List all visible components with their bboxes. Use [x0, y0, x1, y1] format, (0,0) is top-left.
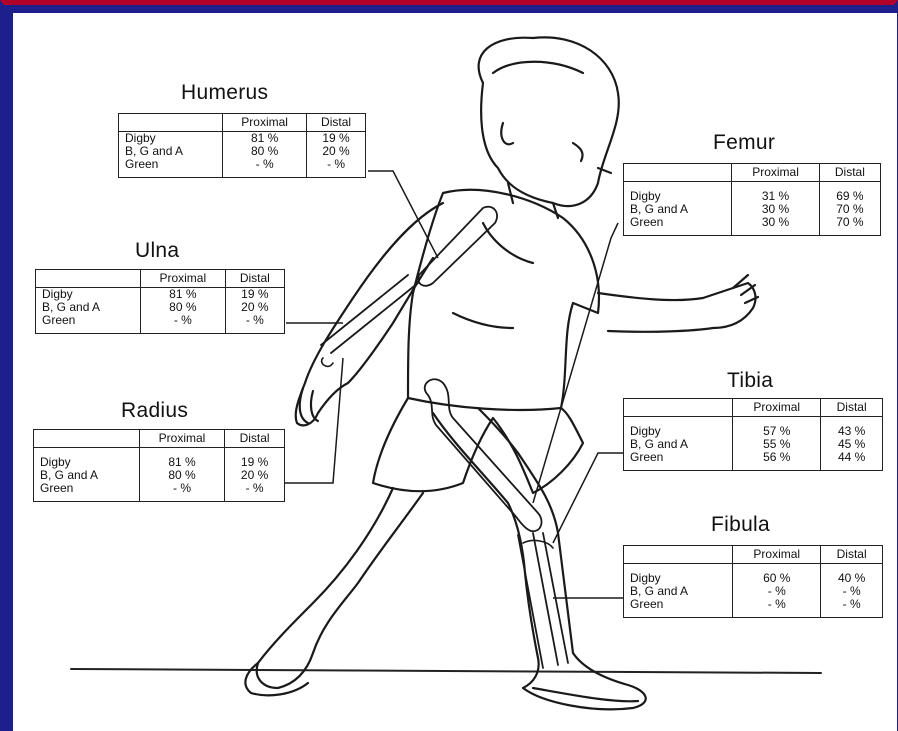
tibia-table: Proximal Distal Digby 57 % 43 % B, G and… — [623, 398, 883, 471]
humerus-leader — [368, 171, 438, 258]
proximal-value: 81 % — [139, 448, 224, 470]
table-corner — [34, 430, 140, 448]
col-header-proximal: Proximal — [733, 399, 821, 417]
humerus-title: Humerus — [181, 81, 268, 105]
row-label: Green — [119, 158, 223, 178]
table-row: Green - % - % — [119, 158, 366, 178]
tibia-title: Tibia — [727, 369, 773, 393]
radius-table: Proximal Distal Digby 81 % 19 % B, G and… — [33, 429, 285, 502]
proximal-value: 60 % — [733, 564, 821, 586]
table-corner — [624, 399, 733, 417]
row-label: Digby — [119, 132, 223, 146]
table-row: Digby 57 % 43 % — [624, 417, 883, 439]
ulna-table: Proximal Distal Digby 81 % 19 % B, G and… — [35, 269, 285, 334]
proximal-value: 31 % — [732, 182, 819, 204]
proximal-value: 81 % — [140, 288, 225, 302]
table-corner — [624, 164, 732, 182]
distal-value: 40 % — [821, 564, 883, 586]
distal-value: 19 % — [225, 448, 285, 470]
fibula-table: Proximal Distal Digby 60 % 40 % B, G and… — [623, 545, 883, 618]
table-row: Green 56 % 44 % — [624, 451, 883, 471]
distal-value: - % — [821, 598, 883, 618]
table-row: Green - % - % — [624, 598, 883, 618]
table-row: Green - % - % — [36, 314, 285, 334]
proximal-value: 30 % — [732, 216, 819, 236]
tibia-leader — [553, 453, 623, 543]
row-label: Digby — [624, 417, 733, 439]
front-arm — [598, 283, 755, 332]
radius-title: Radius — [121, 399, 188, 423]
col-header-distal: Distal — [225, 270, 284, 288]
table-corner — [36, 270, 141, 288]
proximal-value: - % — [139, 482, 224, 502]
table-corner — [119, 114, 223, 132]
proximal-value: - % — [223, 158, 307, 178]
row-label: Green — [624, 451, 733, 471]
row-label: Green — [624, 216, 732, 236]
table-row: Digby 31 % 69 % — [624, 182, 881, 204]
proximal-value: 56 % — [733, 451, 821, 471]
distal-value: - % — [225, 314, 284, 334]
row-label: Green — [624, 598, 733, 618]
femur-leader — [533, 223, 618, 503]
row-label: Digby — [36, 288, 141, 302]
back-arm — [296, 203, 443, 425]
femur-title: Femur — [713, 131, 775, 155]
table-corner — [624, 546, 733, 564]
col-header-proximal: Proximal — [223, 114, 307, 132]
col-header-distal: Distal — [821, 399, 883, 417]
leader-lines — [285, 171, 623, 598]
distal-value: - % — [307, 158, 366, 178]
row-label: Digby — [624, 564, 733, 586]
forearm-bones — [321, 275, 418, 353]
ulna-title: Ulna — [135, 239, 179, 263]
row-label: Digby — [34, 448, 140, 470]
proximal-value: - % — [733, 598, 821, 618]
col-header-distal: Distal — [307, 114, 366, 132]
femur-table: Proximal Distal Digby 31 % 69 % B, G and… — [623, 163, 881, 236]
col-header-proximal: Proximal — [140, 270, 225, 288]
table-row: Digby 81 % 19 % — [36, 288, 285, 302]
distal-value: 44 % — [821, 451, 883, 471]
distal-value: 19 % — [307, 132, 366, 146]
table-row: Digby 60 % 40 % — [624, 564, 883, 586]
proximal-value: 57 % — [733, 417, 821, 439]
distal-value: 70 % — [819, 216, 880, 236]
proximal-value: 81 % — [223, 132, 307, 146]
col-header-distal: Distal — [821, 546, 883, 564]
col-header-proximal: Proximal — [732, 164, 819, 182]
col-header-proximal: Proximal — [139, 430, 224, 448]
diagram-canvas: Humerus Proximal Distal Digby 81 % 19 % … — [13, 13, 897, 731]
row-label: Green — [34, 482, 140, 502]
proximal-value: - % — [140, 314, 225, 334]
col-header-distal: Distal — [819, 164, 880, 182]
femur-bone — [425, 379, 542, 531]
back-leg — [257, 488, 423, 688]
col-header-proximal: Proximal — [733, 546, 821, 564]
table-row: Green 30 % 70 % — [624, 216, 881, 236]
table-row: Digby 81 % 19 % — [119, 132, 366, 146]
distal-value: 19 % — [225, 288, 284, 302]
row-label: Green — [36, 314, 141, 334]
table-row: Green - % - % — [34, 482, 285, 502]
col-header-distal: Distal — [225, 430, 285, 448]
distal-value: - % — [225, 482, 285, 502]
humerus-bone — [418, 207, 497, 286]
ground-line — [71, 669, 821, 673]
humerus-table: Proximal Distal Digby 81 % 19 % B, G and… — [118, 113, 366, 178]
table-row: Digby 81 % 19 % — [34, 448, 285, 470]
distal-value: 43 % — [821, 417, 883, 439]
distal-value: 69 % — [819, 182, 880, 204]
row-label: Digby — [624, 182, 732, 204]
fibula-title: Fibula — [711, 513, 770, 537]
